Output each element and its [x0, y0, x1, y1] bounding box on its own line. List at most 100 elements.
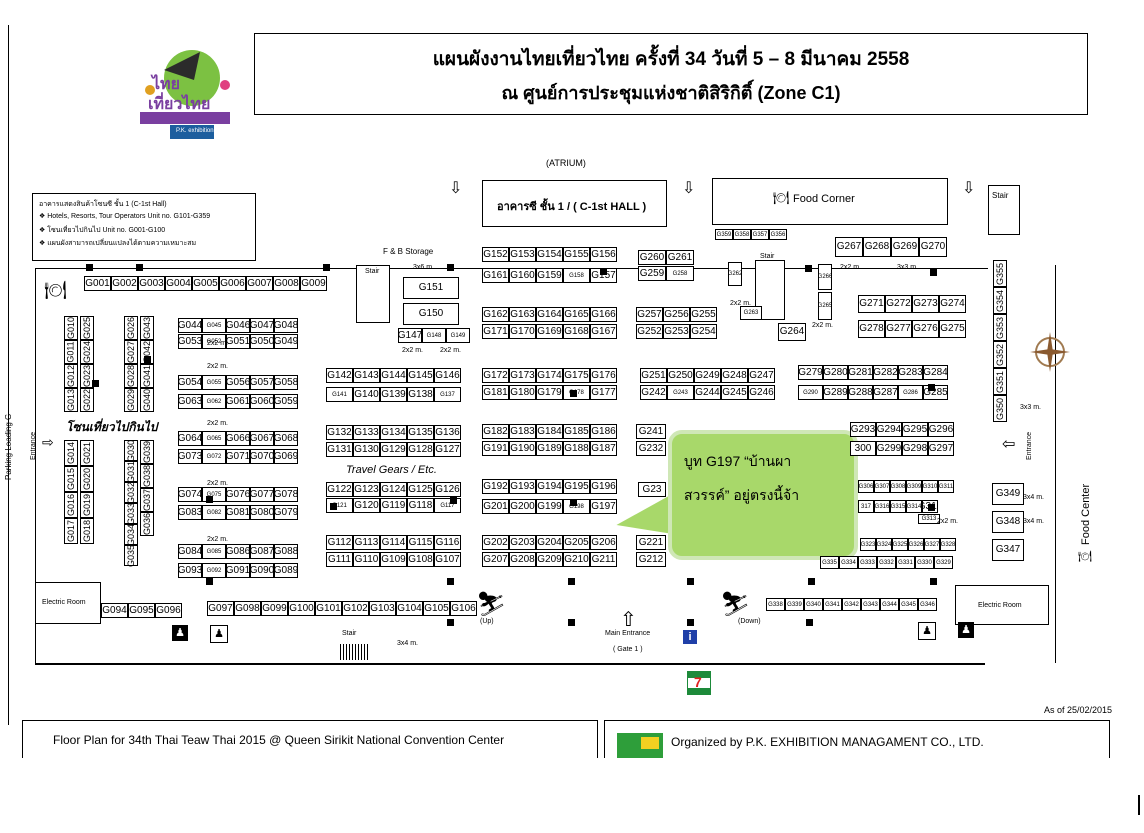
booth-g018: G018: [80, 518, 94, 544]
food-center-icon: 🍽: [1078, 551, 1092, 563]
booth-g119: G119: [380, 498, 407, 513]
booth-g035: G035: [124, 544, 138, 567]
booth-label: G016: [66, 493, 76, 517]
booth-g041: G041: [140, 364, 154, 388]
booth-g102: G102: [342, 601, 369, 616]
booth-g246: G246: [748, 385, 775, 400]
booth-g289: G289: [823, 385, 848, 400]
booth-g125: G125: [407, 482, 434, 497]
booth-g133: G133: [353, 425, 380, 440]
booth-label: G011: [66, 341, 77, 363]
booth-g047: G047: [250, 318, 274, 333]
toilet-icon: ♟: [958, 622, 974, 638]
booth-label: G355: [995, 262, 1005, 285]
booth-g095: G095: [128, 603, 155, 618]
booth-g265: G265: [818, 292, 832, 320]
booth-g294: G294: [876, 422, 902, 437]
booth-g093: G093: [178, 563, 202, 578]
booth-label: G026: [126, 316, 136, 340]
booth-g311: G311: [938, 480, 954, 493]
booth-g308: G308: [890, 480, 906, 493]
booth-g358: G358: [733, 229, 751, 240]
booth-g014: G014: [64, 440, 78, 466]
booth-g349: G349: [992, 483, 1024, 505]
booth-label: G043: [142, 316, 152, 340]
booth-marker: [330, 503, 337, 510]
booth-marker: [92, 380, 99, 387]
booth-g145: G145: [407, 368, 434, 383]
booth-g143: G143: [353, 368, 380, 383]
callout-line-1: บูท G197 “บ้านผา: [684, 453, 792, 469]
legend-item-3: ❖ แผนผังสามารถเปลี่ยนแปลงได้ตามความเหมาะ…: [39, 240, 197, 247]
booth-g277: G277: [885, 320, 912, 338]
booth-g290: G290: [798, 385, 823, 400]
booth-marker: [206, 496, 213, 503]
booth-g059: G059: [274, 394, 298, 409]
booth-g310: G310: [922, 480, 938, 493]
booth-g326: G326: [908, 538, 924, 551]
booth-label: G012: [66, 364, 76, 388]
booth-g199: G199: [536, 499, 563, 514]
booth-g267: G267: [835, 237, 863, 257]
booth-g279: G279: [798, 365, 823, 380]
booth-g241: G241: [636, 424, 666, 439]
booth-g128: G128: [407, 442, 434, 457]
booth-marker: [86, 264, 93, 271]
booth-g107: G107: [434, 552, 461, 567]
booth-g263: G263: [740, 306, 762, 320]
booth-g203: G203: [509, 535, 536, 550]
booth-g221: G221: [636, 535, 666, 550]
booth-g141: G141: [326, 387, 353, 402]
entrance-arrow-right-icon: ⇦: [1002, 436, 1016, 453]
booth-size-label: 2x2 m.: [207, 340, 229, 347]
atrium-label: (ATRIUM): [546, 158, 586, 168]
booth-label: G353: [995, 316, 1005, 339]
booth-label: G034: [126, 523, 136, 546]
booth-g026: G026: [124, 316, 138, 340]
booth-g086: G086: [226, 544, 250, 559]
toilet-icon: ♟: [918, 622, 936, 640]
booth-g350: G350: [993, 395, 1007, 422]
electric-room-left: Electric Room: [35, 582, 101, 624]
booth-g338: G338: [766, 598, 785, 611]
booth-g205: G205: [563, 535, 590, 550]
booth-g286: G286: [898, 385, 923, 400]
booth-g175: G175: [563, 368, 590, 383]
booth-marker: [206, 578, 213, 585]
entrance-label-right: Entrance: [1026, 431, 1033, 460]
entrance-arrow-icon: ⇨: [42, 434, 54, 450]
booth-g340: G340: [804, 598, 823, 611]
booth-size-label: 2x2 m.: [937, 518, 959, 525]
booth-label: G027: [126, 340, 136, 364]
booth-label: G014: [66, 441, 76, 465]
stair-label: Stair: [992, 191, 1009, 200]
booth-g078: G078: [274, 487, 298, 502]
booth-g164: G164: [536, 307, 563, 322]
fb-storage-label: F & B Storage: [383, 247, 434, 256]
booth-g147: G147: [398, 328, 422, 343]
booth-size-label: 2x2 m.: [440, 347, 462, 354]
legend-item-2: ❖ โซนเที่ยวไปกินไป Unit no. G001-G100: [39, 227, 166, 234]
booth-g262: G262: [728, 262, 742, 286]
booth-label: G023: [82, 364, 92, 388]
booth-label: G350: [995, 397, 1005, 420]
booth-size-label: 2x2 m.: [207, 480, 229, 487]
booth-g306: G306: [858, 480, 874, 493]
booth-g006: G006: [219, 276, 246, 291]
stair-label: Stair: [365, 268, 380, 275]
booth-g325: G325: [892, 538, 908, 551]
booth-size-label: 3x6 m.: [413, 264, 435, 271]
booth-label: G019: [82, 493, 92, 517]
entrance-label-left: Entrance: [30, 431, 37, 460]
booth-marker: [447, 578, 454, 585]
toilet-icon: ♟: [172, 625, 188, 641]
booth-g268: G268: [863, 237, 891, 257]
escalator-down-label: (Down): [738, 618, 761, 625]
booth-g083: G083: [178, 505, 202, 520]
booth-g135: G135: [407, 425, 434, 440]
booth-label: G029: [126, 388, 136, 412]
booth-g183: G183: [509, 424, 536, 439]
booth-label: G013: [66, 388, 76, 412]
booth-g053: G053: [178, 334, 202, 349]
booth-g127: G127: [434, 442, 461, 457]
